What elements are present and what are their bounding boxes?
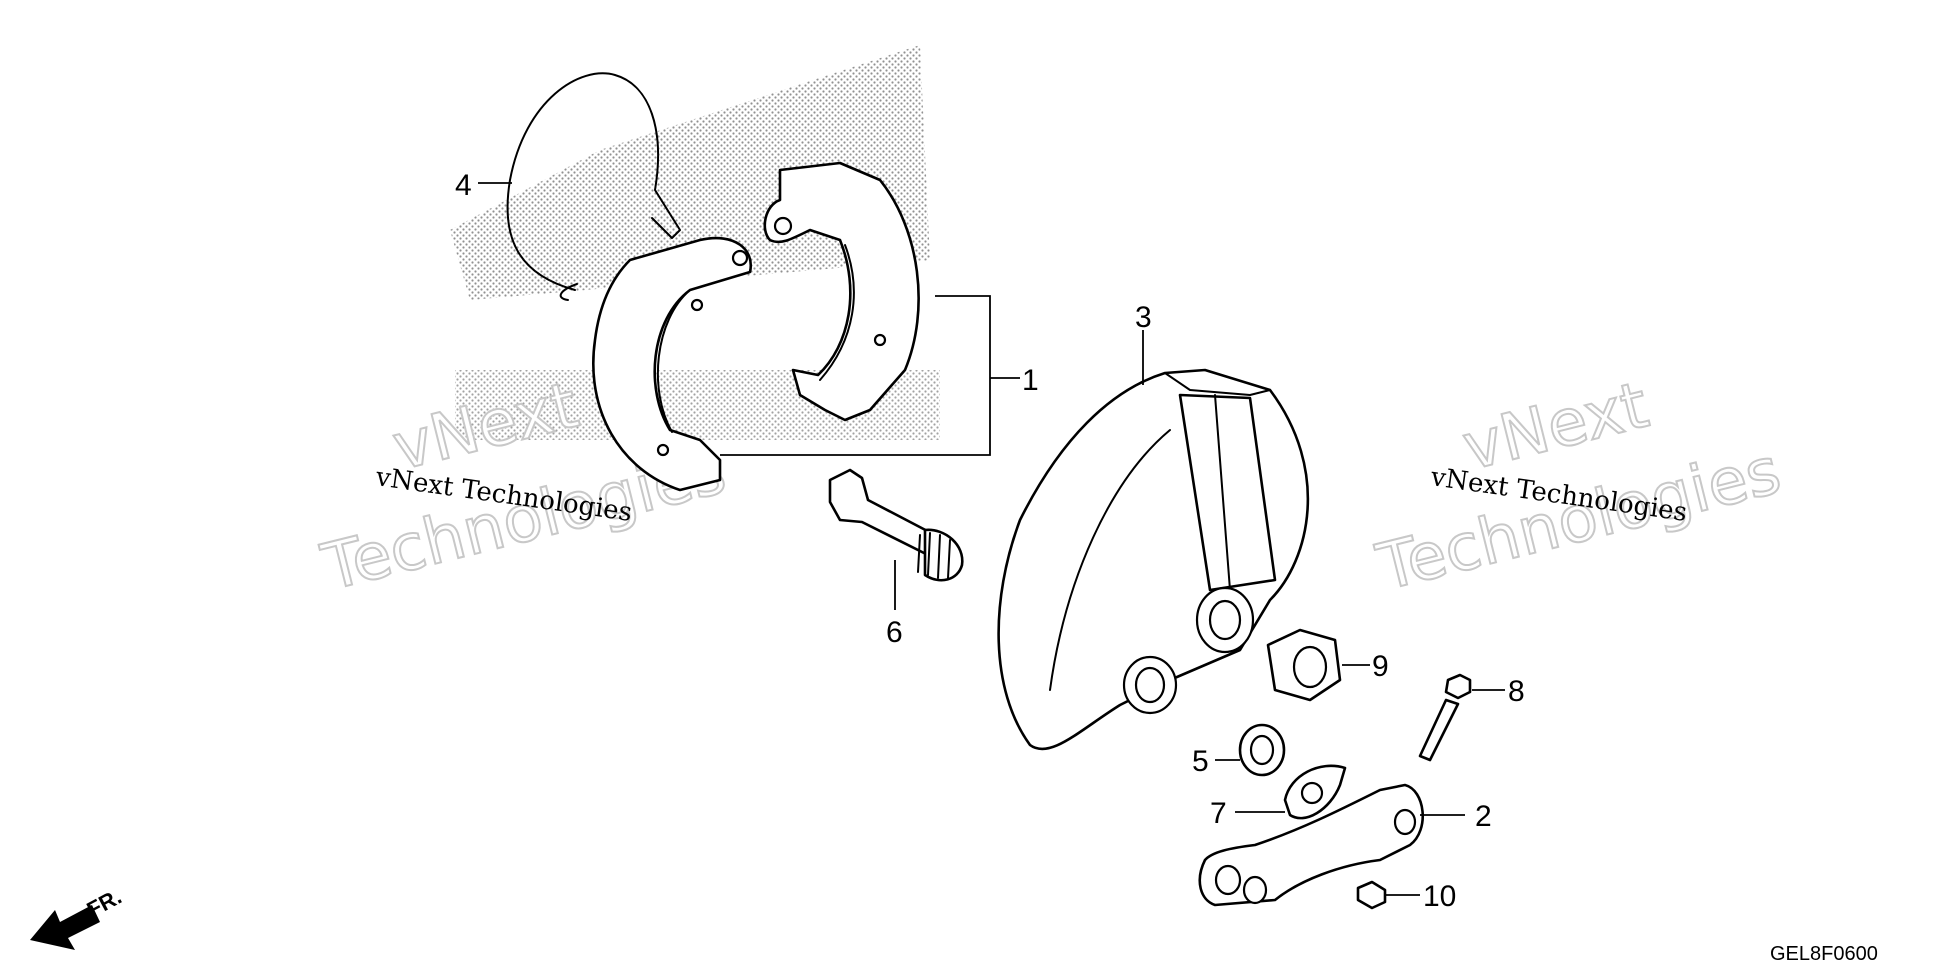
brake-panel-part-3 xyxy=(997,368,1310,751)
diagram-code: GEL8F0600 xyxy=(1770,943,1878,965)
callout-1-bracket xyxy=(720,295,1020,456)
watermark-big-vnext-right: vNext xyxy=(1456,368,1655,485)
callout-6: 6 xyxy=(886,616,903,649)
bolt-part-8 xyxy=(1418,673,1472,762)
callout-10: 10 xyxy=(1423,880,1456,913)
nut-part-9 xyxy=(1266,628,1342,702)
brake-shoe-rear-part-1 xyxy=(763,161,920,422)
callout-4: 4 xyxy=(455,169,472,202)
watermark-big-tech-right: Technologies xyxy=(1370,434,1788,606)
arrow-icon xyxy=(30,905,100,950)
callout-5: 5 xyxy=(1192,745,1209,778)
spring-ring-part-4 xyxy=(506,72,681,301)
brake-shoe-front-part-1 xyxy=(592,236,753,492)
brake-arm-part-2 xyxy=(1198,783,1424,907)
indicator-plate-part-7 xyxy=(1283,764,1347,820)
small-nut-part-10 xyxy=(1356,880,1387,910)
washer-part-5 xyxy=(1238,723,1286,777)
callout-2: 2 xyxy=(1475,800,1492,833)
callout-9: 9 xyxy=(1372,650,1389,683)
callout-3: 3 xyxy=(1135,301,1152,334)
front-direction-arrow: FR. xyxy=(30,884,126,950)
callout-1: 1 xyxy=(1022,364,1039,397)
callout-7: 7 xyxy=(1210,797,1227,830)
callout-8: 8 xyxy=(1508,675,1525,708)
brake-cam-part-6 xyxy=(828,468,964,582)
